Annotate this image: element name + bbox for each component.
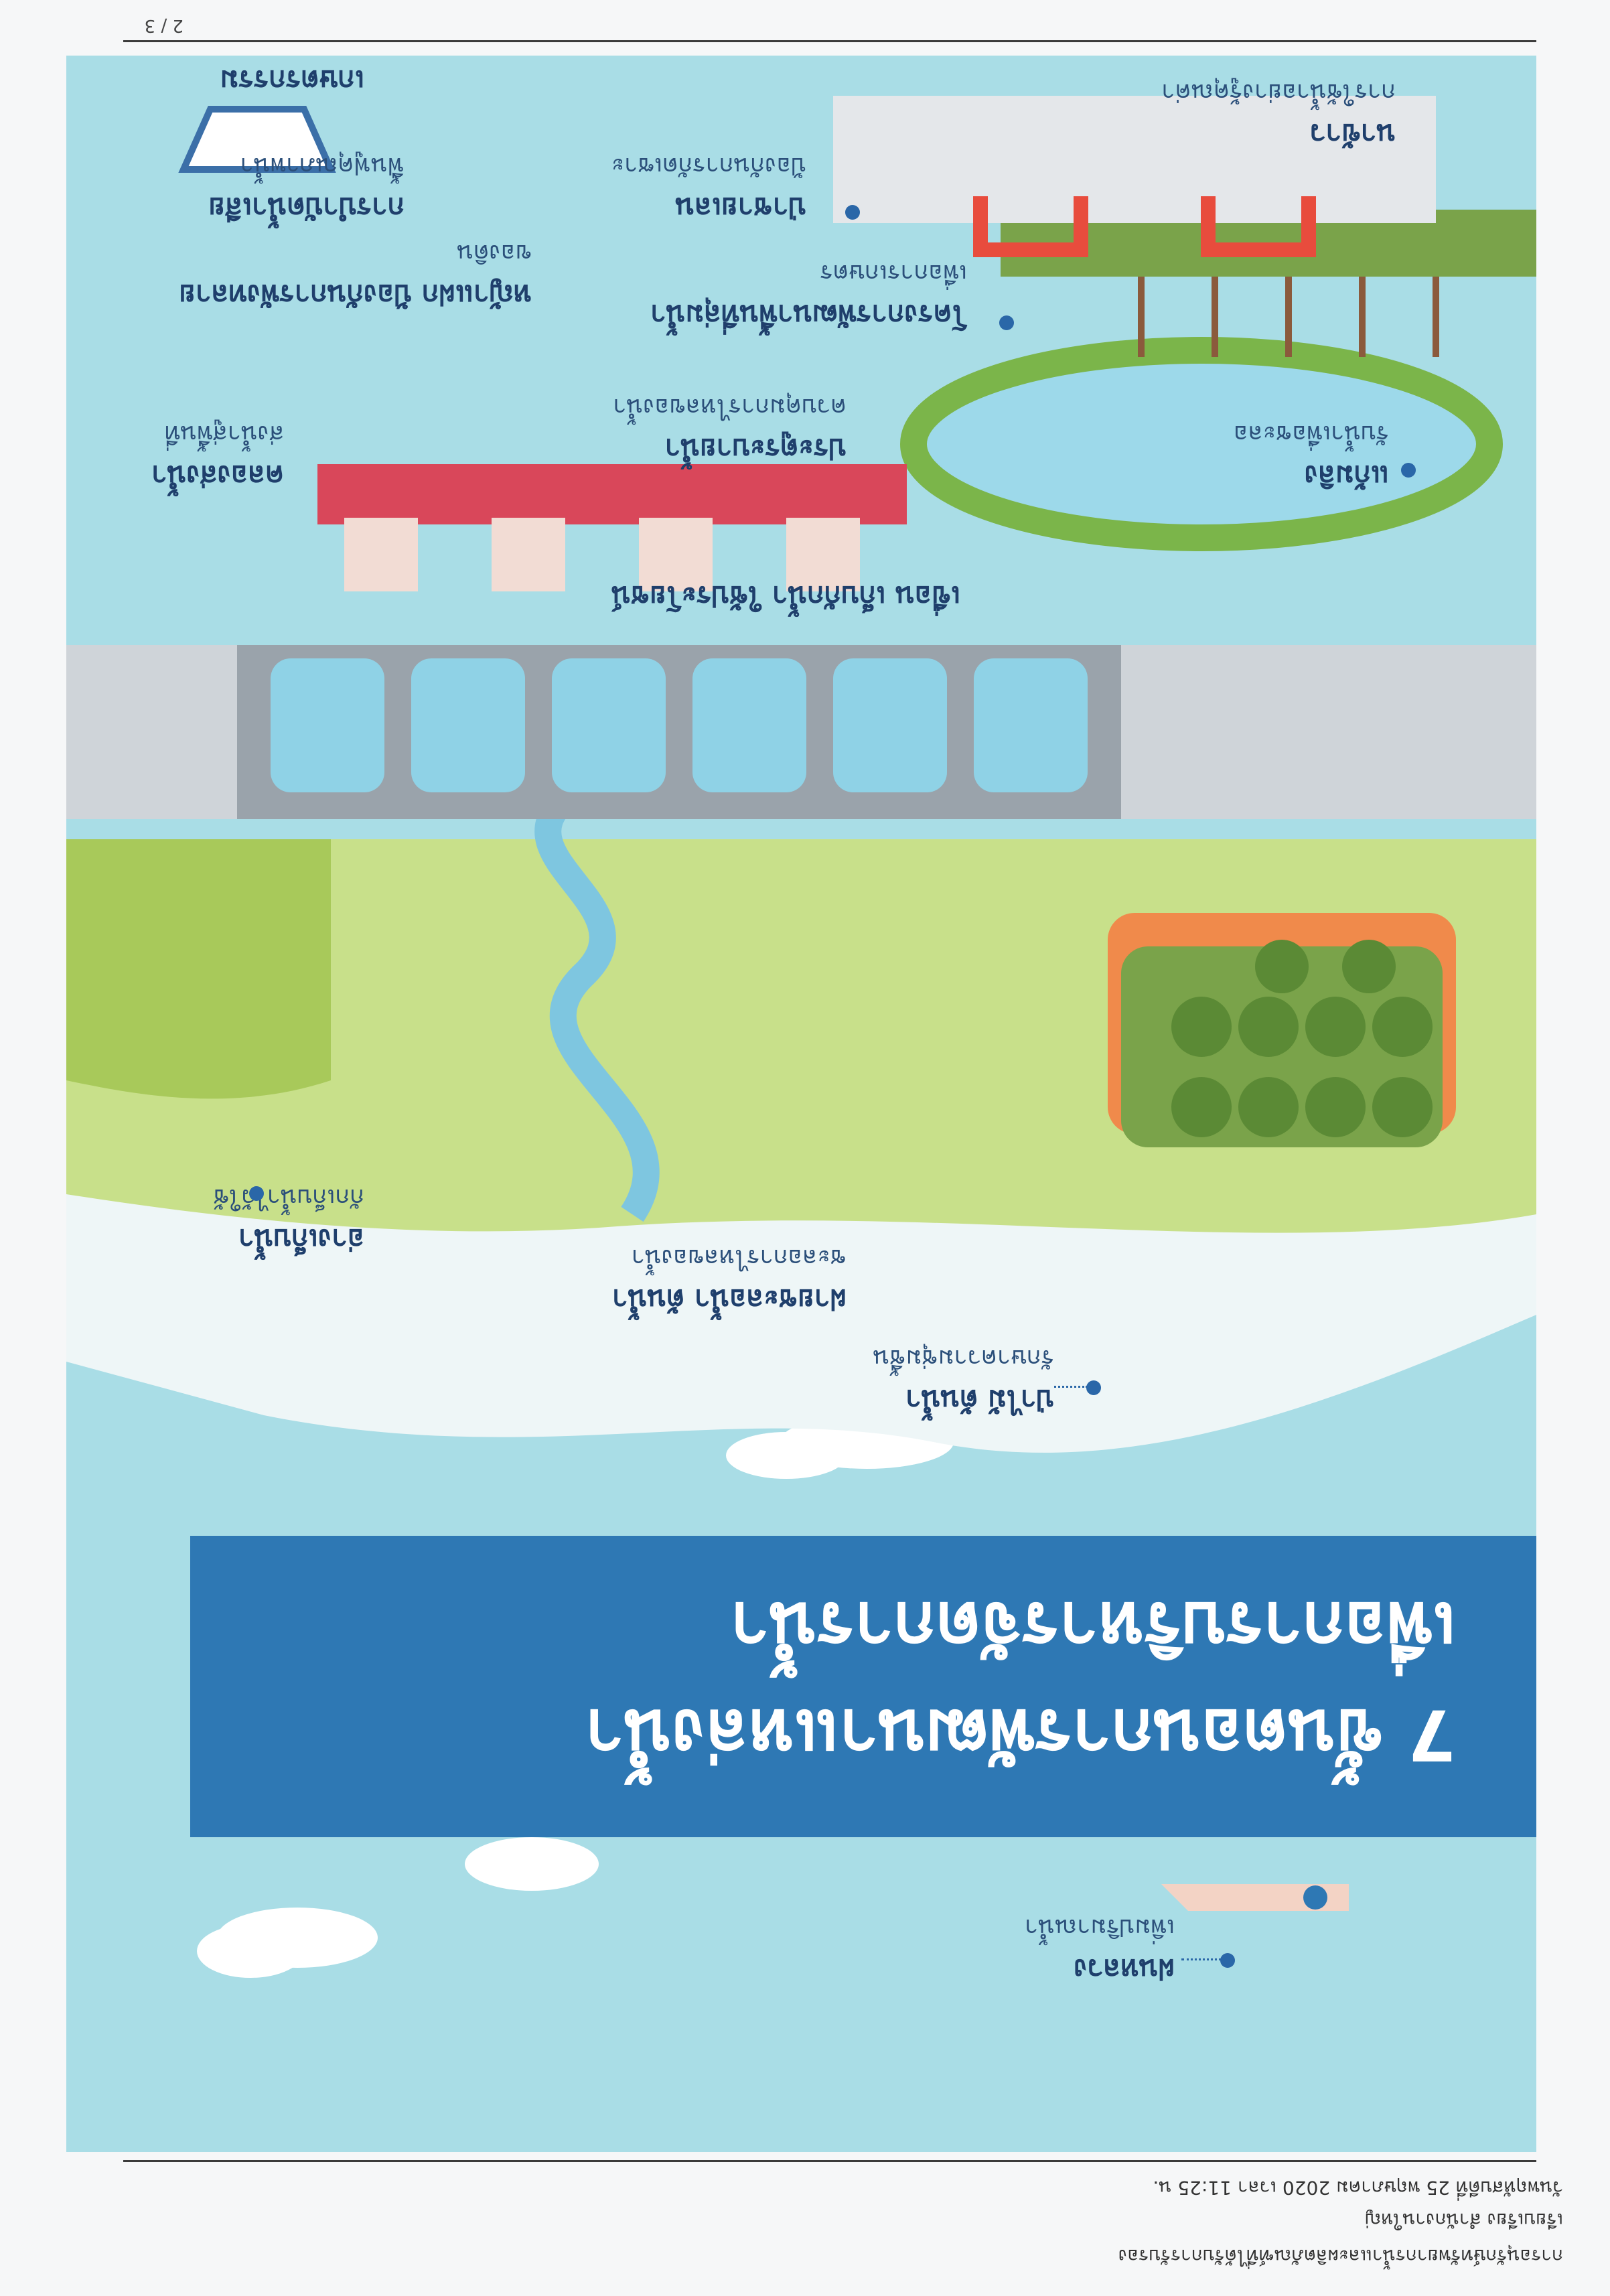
- title-banner: 7 ขั้นตอนการพัฒนาแหล่งน้ำ เพื่อการบริหาร…: [190, 1536, 1536, 1837]
- header-source: เรียบเรียง สำนักงานใหญ่: [1365, 2209, 1563, 2231]
- header-date: วันพฤหัสบดีที่ 25 พฤษภาคม 2020 เวลา 11:2…: [1153, 2177, 1563, 2199]
- footer-rule: [123, 40, 1536, 42]
- water-management-infographic: 7 ขั้นตอนการพัฒนาแหล่งน้ำ เพื่อการบริหาร…: [66, 56, 1536, 2152]
- label-leader: [1181, 1958, 1222, 1960]
- label-vetiver: หญ้าแฝก ป้องกันการพังทลาย ของดิน: [179, 239, 532, 311]
- label-leader: [1054, 1386, 1088, 1388]
- poster-title-line-2: เพื่อการบริหารจัดการน้ำ: [730, 1587, 1456, 1668]
- label-marker: [1220, 1953, 1235, 1968]
- label-royal-rain: ฝนหลวง เพิ่มปริมาณน้ำ: [1024, 1914, 1175, 1986]
- label-agriculture: เกษตรกรรม: [220, 64, 364, 97]
- label-floodgate: ประตูระบายน้ำ ควบคุมการไหลของน้ำ: [613, 393, 847, 465]
- label-mangrove: ป่าชายเลน ป้องกันการกัดเซาะ: [611, 152, 806, 224]
- label-basin-project: โครงการพัฒนาพื้นที่ลุ่มน้ำ เพื่อการเกษตร: [650, 259, 967, 332]
- label-marker: [249, 1186, 264, 1201]
- label-paddy: นาข้าว การใช้น้ำอย่างรู้คุณค่า: [1161, 78, 1396, 151]
- header-rule: [123, 2160, 1536, 2162]
- label-monkey-cheek: แก้มลิง รับน้ำเพื่อชะลอ: [1233, 420, 1389, 492]
- label-wastewater: การบำบัดน้ำเสีย ฟื้นฟูคุณภาพน้ำ: [208, 152, 405, 224]
- label-reservoir: อ่างเก็บน้ำ กักเก็บน้ำไว้ใช้: [213, 1183, 364, 1256]
- label-marker: [845, 205, 860, 220]
- label-canal: คลองส่งน้ำ ส่งน้ำสู่พื้นที่: [151, 420, 284, 492]
- label-forest: ป่าไม้ ต้นน้ำ รักษาความชุ่มชื้น: [873, 1344, 1054, 1417]
- document-title: การอนุรักษ์ทรัพยากรน้ำและผลิตภัณฑ์ที่ได้…: [1118, 2245, 1563, 2267]
- page-number: 2 / 3: [144, 15, 184, 35]
- label-check-dam: ฝายชะลอน้ำ ต้นน้ำ ชะลอการไหลของน้ำ: [611, 1244, 847, 1316]
- label-marker: [1086, 1380, 1101, 1395]
- poster-title-line-1: 7 ขั้นตอนการพัฒนาแหล่งน้ำ: [585, 1694, 1456, 1776]
- infographic-illustration: [66, 96, 1536, 1978]
- label-marker: [999, 315, 1014, 330]
- label-marker: [1401, 463, 1416, 478]
- label-dam: เขื่อน เก็บกักน้ำ ใช้ประโยชน์: [611, 580, 960, 613]
